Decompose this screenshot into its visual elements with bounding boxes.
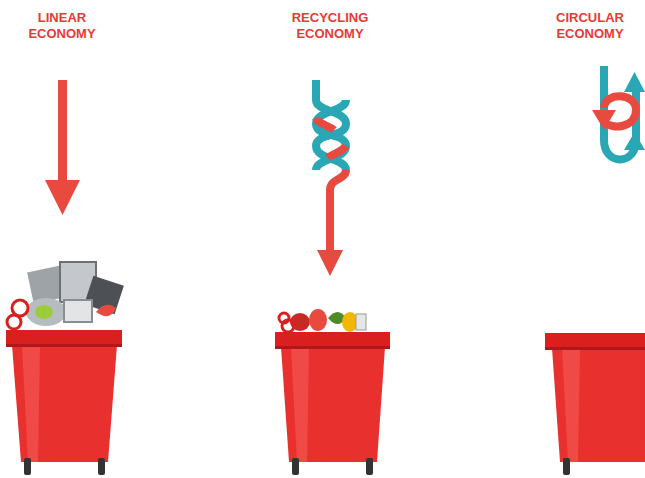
circular-bin xyxy=(545,333,645,475)
linear-bin xyxy=(6,330,122,475)
full-trash-pile xyxy=(7,262,124,329)
small-trash-pile xyxy=(279,309,366,332)
linear-arrow xyxy=(45,80,80,215)
economy-label: LINEAR ECONOMY xyxy=(10,10,114,42)
recycling-bin xyxy=(275,332,390,475)
circular-arrow xyxy=(592,66,645,160)
economy-label: RECYCLING ECONOMY xyxy=(278,10,382,42)
economy-label: CIRCULAR ECONOMY xyxy=(538,10,642,42)
recycling-arrow xyxy=(316,80,346,276)
